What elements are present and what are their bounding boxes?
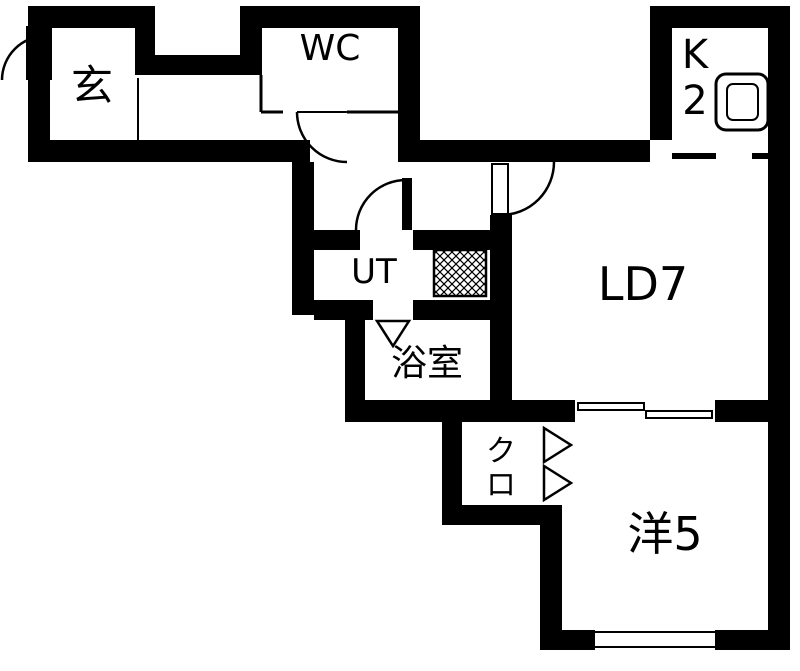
fixtures [432, 72, 770, 298]
wall-segment [540, 630, 595, 650]
wall-segment [540, 505, 562, 650]
wall-segment [442, 422, 462, 512]
wall-segment [768, 6, 790, 650]
room-label-entrance: 玄 [71, 61, 113, 110]
closet-door-triangle [542, 463, 574, 503]
room-label-living-dining: LD7 [598, 257, 688, 311]
sliding-door-panel [645, 410, 713, 419]
doors [0, 26, 713, 503]
wall-segment [135, 55, 245, 75]
room-label-kitchen-1: K [682, 32, 710, 78]
windows [595, 630, 715, 650]
wall-segment [345, 320, 365, 422]
sink-basin-icon [726, 83, 759, 121]
wall-segment [398, 140, 650, 162]
wall-segment [314, 230, 360, 250]
wall-segment [345, 400, 575, 422]
room-label-closet-2: ロ [486, 468, 516, 503]
wall-segment [28, 6, 50, 30]
room-label-wc: WC [300, 28, 361, 69]
wall-segment [28, 140, 310, 162]
wall-segment [715, 400, 790, 422]
wall-segment [413, 230, 512, 250]
kitchen-partition [752, 153, 768, 159]
room-label-western-room: 洋5 [627, 507, 702, 561]
sliding-door-panel [577, 402, 645, 411]
wall-segment [28, 6, 155, 28]
ut-door-arc [354, 178, 407, 231]
wall-segment [650, 6, 672, 140]
wall-segment [292, 162, 314, 315]
room-label-bathroom: 浴室 [391, 343, 463, 384]
room-label-utility: UT [351, 252, 397, 292]
entrance-door-icon [26, 26, 52, 80]
wall-segment [650, 6, 790, 28]
ld-door-leaf [491, 163, 509, 215]
wall-segment [442, 505, 540, 525]
walls [28, 6, 790, 650]
kitchen-partition [672, 153, 716, 159]
wc-door-arc [295, 111, 348, 164]
wall-segment [240, 6, 420, 28]
washer-pan-icon [432, 248, 488, 298]
wall-segment [314, 300, 373, 320]
room-labels: 玄 WC K 2 LD7 UT 浴室 ク ロ 洋5 [71, 28, 710, 561]
entrance-door-arc [0, 34, 47, 81]
room-label-closet-1: ク [486, 434, 516, 469]
thin-partitions [137, 75, 768, 159]
room-label-kitchen-2: 2 [682, 78, 707, 124]
wall-segment [398, 28, 420, 140]
wall-segment [715, 630, 790, 650]
ut-door-leaf [402, 178, 412, 230]
window-south [595, 630, 715, 650]
ld-door-arc [500, 161, 556, 217]
closet-door-triangle [542, 425, 574, 465]
wall-segment [413, 300, 512, 320]
bath-door-triangle [374, 319, 412, 349]
